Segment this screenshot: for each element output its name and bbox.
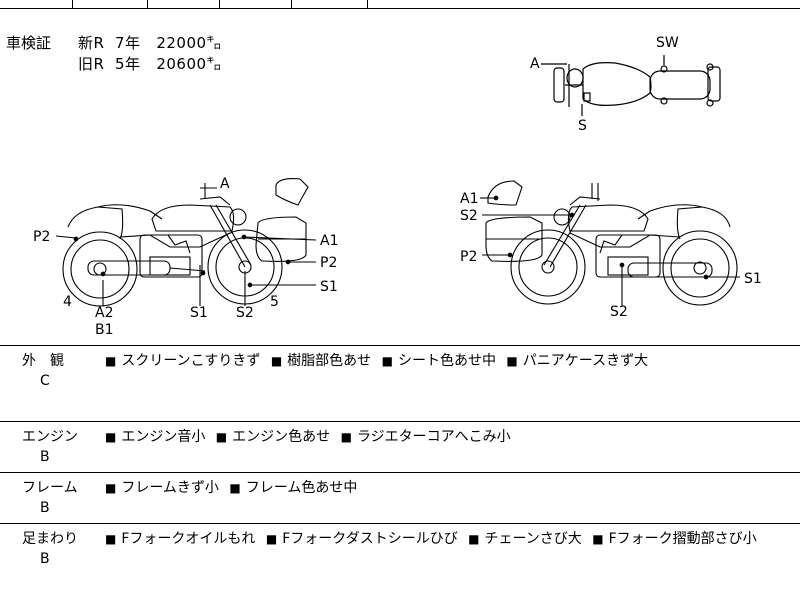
label-s2-bottom-right: S2 <box>610 304 628 320</box>
section-title: エンジン <box>22 429 78 445</box>
table-cell <box>219 0 292 8</box>
section-grade: C <box>40 373 50 389</box>
table-cell <box>147 0 220 8</box>
section-title: 足まわり <box>22 531 78 547</box>
label-p2-right-left: P2 <box>320 255 337 271</box>
label-a1-right: A1 <box>460 191 478 207</box>
note-text: Fフォーク摺動部さび小 <box>608 531 757 547</box>
table-cell <box>291 0 368 8</box>
label-s1-right: S1 <box>744 271 762 287</box>
bullet-icon: ■ <box>468 532 480 546</box>
note-item: ■ エンジン音小 <box>105 429 205 445</box>
note-item: ■ Fフォークダストシールひび <box>266 531 458 547</box>
note-item: ■ Fフォークオイルもれ <box>105 531 255 547</box>
note-item: ■ ラジエターコアへこみ小 <box>341 429 511 445</box>
note-item: ■ パニアケースきず大 <box>506 353 648 369</box>
bullet-icon: ■ <box>270 354 283 368</box>
table-cell <box>72 0 148 8</box>
inspection-row-old: 旧R 5年 20600㌔ <box>78 54 222 75</box>
note-text: パニアケースきず大 <box>522 353 649 369</box>
inspection-year: 5年 <box>114 55 141 73</box>
note-item: ■ チェーンさび大 <box>468 531 582 547</box>
inspection-mileage: 22000㌔ <box>156 34 223 52</box>
section-title: フレーム <box>22 480 78 496</box>
note-text: 樹脂部色あせ <box>287 353 372 369</box>
inspection-row-new: 新R 7年 22000㌔ <box>78 33 222 54</box>
label-s1-bottom-left: S1 <box>190 305 208 321</box>
note-text: スクリーンこすりきず <box>121 353 261 369</box>
bullet-icon: ■ <box>105 532 117 546</box>
note-text: チェーンさび大 <box>484 531 582 547</box>
damage-diagram-area: 車検証 新R 7年 22000㌔ 旧R 5年 20600㌔ <box>0 9 800 346</box>
bullet-icon: ■ <box>265 532 278 546</box>
inspection-label: 車検証 <box>6 34 52 52</box>
note-text: シート色あせ中 <box>397 353 496 369</box>
label-5: 5 <box>270 294 279 310</box>
label-s1-right-left: S1 <box>320 279 338 295</box>
label-a-left: A <box>220 176 230 192</box>
note-item: ■ スクリーンこすりきず <box>105 353 260 369</box>
bullet-icon: ■ <box>105 481 117 495</box>
section-notes: ■ スクリーンこすりきず ■ 樹脂部色あせ ■ シート色あせ中 ■ パニアケースきず大 <box>105 350 654 370</box>
label-p2-right: P2 <box>460 249 477 265</box>
bullet-icon: ■ <box>215 430 228 444</box>
motorcycle-left-view <box>55 178 317 307</box>
section-notes: ■ Fフォークオイルもれ ■ Fフォークダストシールひび ■ チェーンさび大 ■ Fフォ… <box>105 528 763 548</box>
note-item: ■ 樹脂部色あせ <box>271 353 371 369</box>
note-item: ■ フレームきず小 <box>105 480 219 496</box>
label-a1-left: A1 <box>320 233 338 249</box>
motorcycle-diagrams: A SW S <box>33 35 762 338</box>
top-table-strip <box>0 0 800 9</box>
inspection-type: 新R <box>78 34 105 52</box>
label-a-top: A <box>530 56 540 72</box>
inspection-year: 7年 <box>114 34 141 52</box>
note-text: Fフォークダストシールひび <box>282 531 458 547</box>
motorcycle-top-view <box>541 55 721 116</box>
note-item: ■ エンジン色あせ <box>216 429 330 445</box>
section-grade: B <box>40 500 50 516</box>
table-cell <box>0 0 73 8</box>
label-p2-left-left: P2 <box>33 229 50 245</box>
note-item: ■ Fフォーク摺動部さび小 <box>592 531 756 547</box>
section-suspension: 足まわり B ■ Fフォークオイルもれ ■ Fフォークダストシールひび ■ チェーンさ… <box>0 524 800 600</box>
bullet-icon: ■ <box>229 481 241 495</box>
note-text: エンジン音小 <box>121 429 206 445</box>
label-s-top: S <box>578 118 587 134</box>
section-title: 外 観 <box>22 353 64 369</box>
motorcycle-right-view <box>480 180 740 306</box>
label-b1: B1 <box>95 322 114 338</box>
label-4: 4 <box>63 294 72 310</box>
label-sw-top: SW <box>656 35 679 51</box>
inspection-type: 旧R <box>78 55 105 73</box>
section-engine: エンジン B ■ エンジン音小 ■ エンジン色あせ ■ ラジエターコアへこみ小 <box>0 422 800 473</box>
section-notes: ■ フレームきず小 ■ フレーム色あせ中 <box>105 477 363 497</box>
label-s2-bottom-left: S2 <box>236 305 254 321</box>
bullet-icon: ■ <box>105 430 117 444</box>
note-text: Fフォークオイルもれ <box>121 531 256 547</box>
label-s2-top-right: S2 <box>460 208 478 224</box>
note-text: フレームきず小 <box>121 480 219 496</box>
label-a2: A2 <box>95 305 113 321</box>
note-item: ■ フレーム色あせ中 <box>229 480 357 496</box>
bullet-icon: ■ <box>592 532 604 546</box>
section-exterior: 外 観 C ■ スクリーンこすりきず ■ 樹脂部色あせ ■ シート色あせ中 ■ パニアケ… <box>0 346 800 422</box>
inspection-mileage: 20600㌔ <box>156 55 223 73</box>
section-notes: ■ エンジン音小 ■ エンジン色あせ ■ ラジエターコアへこみ小 <box>105 426 517 446</box>
note-item: ■ シート色あせ中 <box>382 353 496 369</box>
note-text: フレーム色あせ中 <box>245 480 358 496</box>
note-text: エンジン色あせ <box>232 429 331 445</box>
section-grade: B <box>40 449 50 465</box>
bullet-icon: ■ <box>340 430 352 444</box>
section-frame: フレーム B ■ フレームきず小 ■ フレーム色あせ中 <box>0 473 800 524</box>
section-grade: B <box>40 551 50 567</box>
bullet-icon: ■ <box>381 354 393 368</box>
note-text: ラジエターコアへこみ小 <box>356 429 511 445</box>
bullet-icon: ■ <box>105 354 117 368</box>
bullet-icon: ■ <box>506 354 518 368</box>
